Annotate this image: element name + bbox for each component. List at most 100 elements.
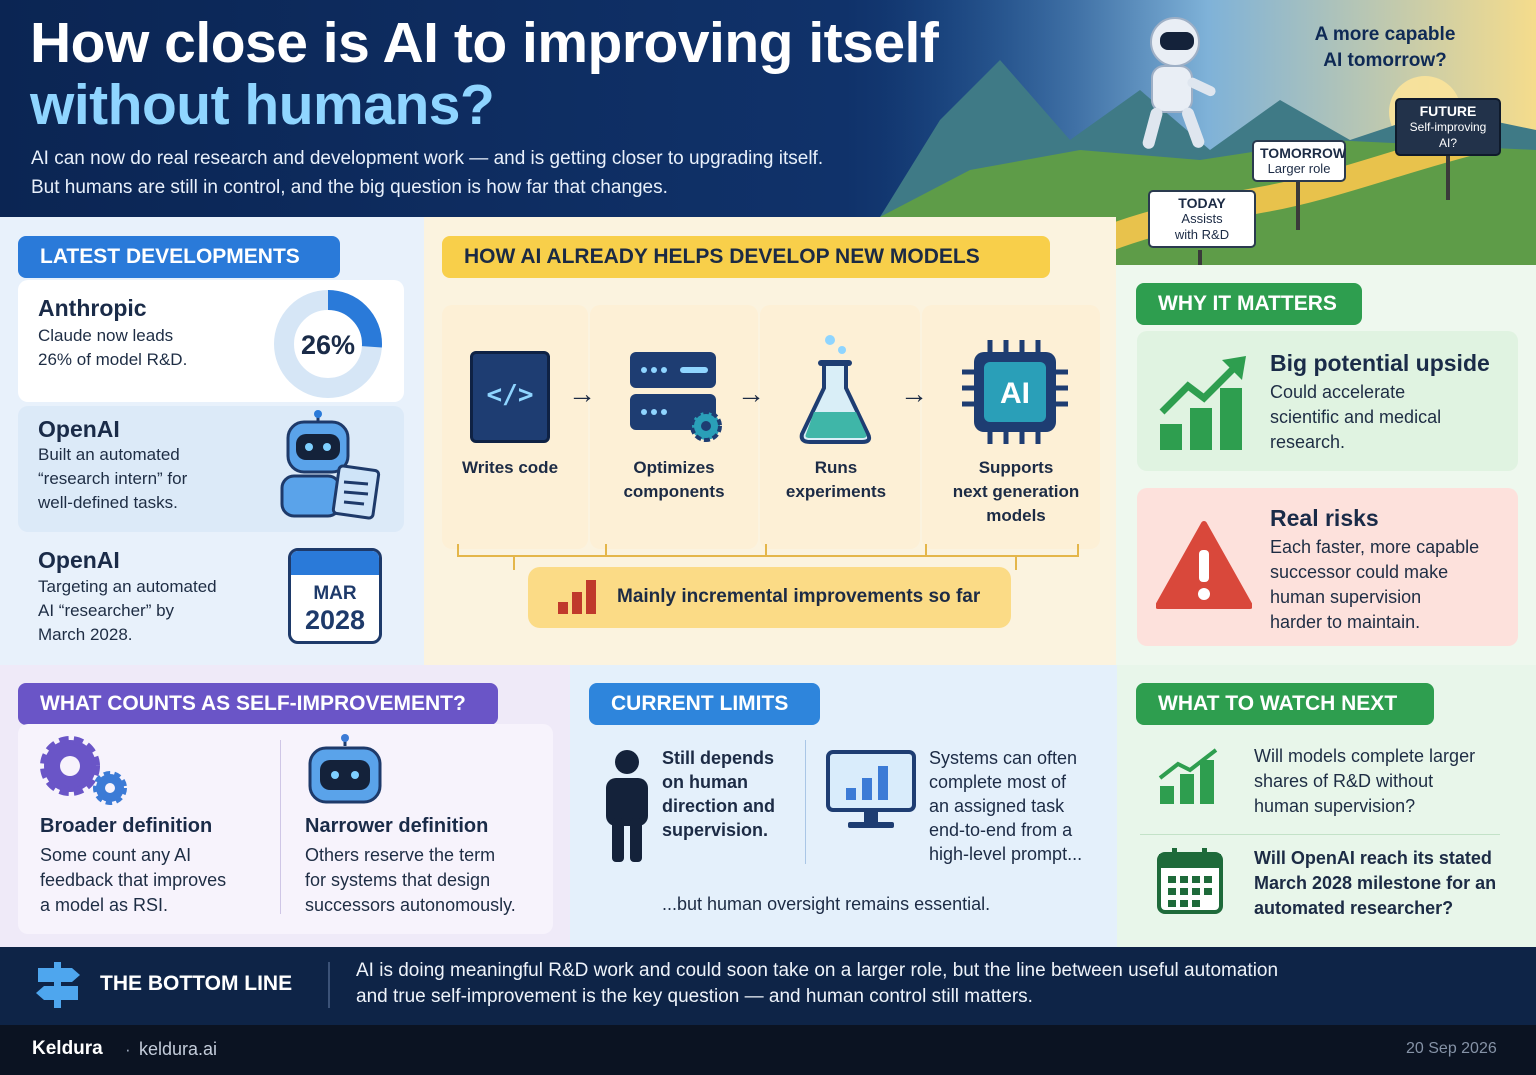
anthropic-text-line1: Claude now leads [38,326,174,345]
sign-tomorrow: TOMORROW Larger role [1252,140,1346,182]
sign-today-title: TODAY [1178,195,1226,211]
upside-title: Big potential upside [1270,350,1490,376]
broad-definition-title: Broader definition [40,815,213,837]
risk-line3: human supervision [1270,587,1422,607]
watch-q1-line1: Will models complete larger [1254,746,1476,766]
sign-future: FUTURE Self-improving AI? [1395,98,1501,156]
openai-intern-title: OpenAI [38,416,120,442]
why-it-matters-heading: WHY IT MATTERS [1136,283,1362,325]
monitor-chart-icon [826,750,916,828]
donut-chart: 26% [274,290,382,398]
sign-today-line1: Assists [1181,211,1223,226]
step-label-code: Writes code [442,456,578,480]
sign-future-line2: AI? [1438,136,1457,150]
upside-line2: scientific and medical [1270,407,1442,427]
narrow-definition-text: Others reserve the term for systems that… [305,843,550,918]
what-to-watch-heading: WHAT TO WATCH NEXT [1136,683,1434,725]
watch-q1-line3: human supervision? [1254,796,1416,816]
code-editor-icon: </> [470,351,550,443]
robot-icon [308,734,382,804]
openai-intern-line1: Built an automated [38,445,180,464]
flask-icon [799,335,872,444]
step-label-next-gen: Supports next generation models [936,456,1096,528]
incremental-note-box [528,567,1011,628]
sign-tomorrow-line1: Larger role [1267,161,1331,176]
limit-human-line3: direction and [662,796,776,816]
page-title-line1: How close is AI to improving itself [30,11,939,75]
server-gear-icon [630,352,722,442]
bottom-line-line2: and true self-improvement is the key que… [356,986,1033,1007]
step-label-experiments: Runs experiments [766,456,906,504]
footer-bar [0,1025,1536,1075]
risk-text: Each faster, more capable successor coul… [1270,535,1515,635]
sign-future-title: FUTURE [1419,103,1477,119]
calendar-year: 2028 [304,605,366,635]
subtitle-line1: AI can now do real research and developm… [31,148,824,169]
openai-researcher-line3: March 2028. [38,625,133,644]
broad-line2: feedback that improves [40,870,227,890]
narrow-line2: for systems that design [305,870,491,890]
subtitle-line2: But humans are still in control, and the… [31,177,668,198]
limits-divider [805,740,806,864]
signpost-icon [36,962,80,1008]
step-next-gen-line2: next generation [952,482,1080,501]
arrow-icon: → [900,378,928,409]
sign-future-line1: Self-improving [1409,120,1487,134]
donut-label: 26% [301,330,355,360]
how-ai-helps-heading: HOW AI ALREADY HELPS DEVELOP NEW MODELS [442,236,1050,278]
incremental-note-text: Mainly incremental improvements so far [617,586,981,607]
risk-line1: Each faster, more capable [1270,537,1480,557]
broad-line3: a model as RSI. [40,895,169,915]
donut-value-arc [274,290,382,398]
watch-q2-line2: March 2028 milestone for an [1254,873,1497,893]
limits-footnote: ...but human oversight remains essential… [662,894,991,914]
risk-line4: harder to maintain. [1270,612,1421,632]
anthropic-title: Anthropic [38,295,147,321]
bottom-line-divider [328,962,330,1008]
watch-divider [1140,834,1500,835]
anthropic-text: Claude now leads 26% of model R&D. [38,324,258,372]
limit-human-line2: on human [662,772,748,792]
sign-today-line2: with R&D [1174,227,1230,242]
page-title-line2: without humans? [30,73,495,137]
limit-systems-text: Systems can often complete most of an as… [929,746,1109,866]
limit-systems-line1: Systems can often [929,748,1078,768]
page-subtitle: AI can now do real research and developm… [31,144,931,202]
step-next-gen-line1: Supports [978,458,1054,477]
sign-today: TODAY Assists with R&D [1148,190,1256,248]
upside-line3: research. [1270,432,1346,452]
limit-human-line1: Still depends [662,748,775,768]
self-improvement-heading: WHAT COUNTS AS SELF-IMPROVEMENT? [18,683,498,725]
step-optimize-line2: components [623,482,725,501]
step-label-optimize: Optimizes components [600,456,748,504]
limit-systems-line3: an assigned task [929,796,1065,816]
bottom-line-heading: THE BOTTOM LINE [100,972,293,995]
openai-researcher-line1: Targeting an automated [38,577,217,596]
latest-developments-heading: LATEST DEVELOPMENTS [18,236,340,278]
footer-separator: · [125,1040,131,1059]
openai-researcher-line2: AI “researcher” by [38,601,175,620]
bar-chart-icon [558,580,596,614]
watch-q1-line2: shares of R&D without [1254,771,1434,791]
bottom-line-line1: AI is doing meaningful R&D work and coul… [356,960,1279,981]
watch-question-2: Will OpenAI reach its stated March 2028 … [1254,846,1524,921]
footer-domain-link[interactable]: keldura.ai [139,1039,218,1059]
limit-systems-line5: high-level prompt... [929,844,1083,864]
risk-title: Real risks [1270,505,1379,531]
question-line2: AI tomorrow? [1323,50,1447,71]
walking-robot-shape [1142,17,1216,149]
footer-date: 20 Sep 2026 [1406,1040,1497,1057]
ai-chip-icon: AI [962,340,1068,444]
robot-intern-icon [280,410,381,520]
upside-text: Could accelerate scientific and medical … [1270,380,1510,455]
watch-question-1: Will models complete larger shares of R&… [1254,744,1524,819]
ai-chip-label: AI [1000,377,1030,410]
bottom-line-text: AI is doing meaningful R&D work and coul… [356,958,1456,1010]
step-optimize-line1: Optimizes [633,458,715,477]
calendar-month: MAR [313,583,357,604]
bottom-line-banner [0,947,1536,1025]
step-experiments-line2: experiments [785,482,887,501]
current-limits-heading: CURRENT LIMITS [589,683,820,725]
limit-human-text: Still depends on human direction and sup… [662,746,802,842]
calendar-icon: MAR 2028 [288,548,382,644]
